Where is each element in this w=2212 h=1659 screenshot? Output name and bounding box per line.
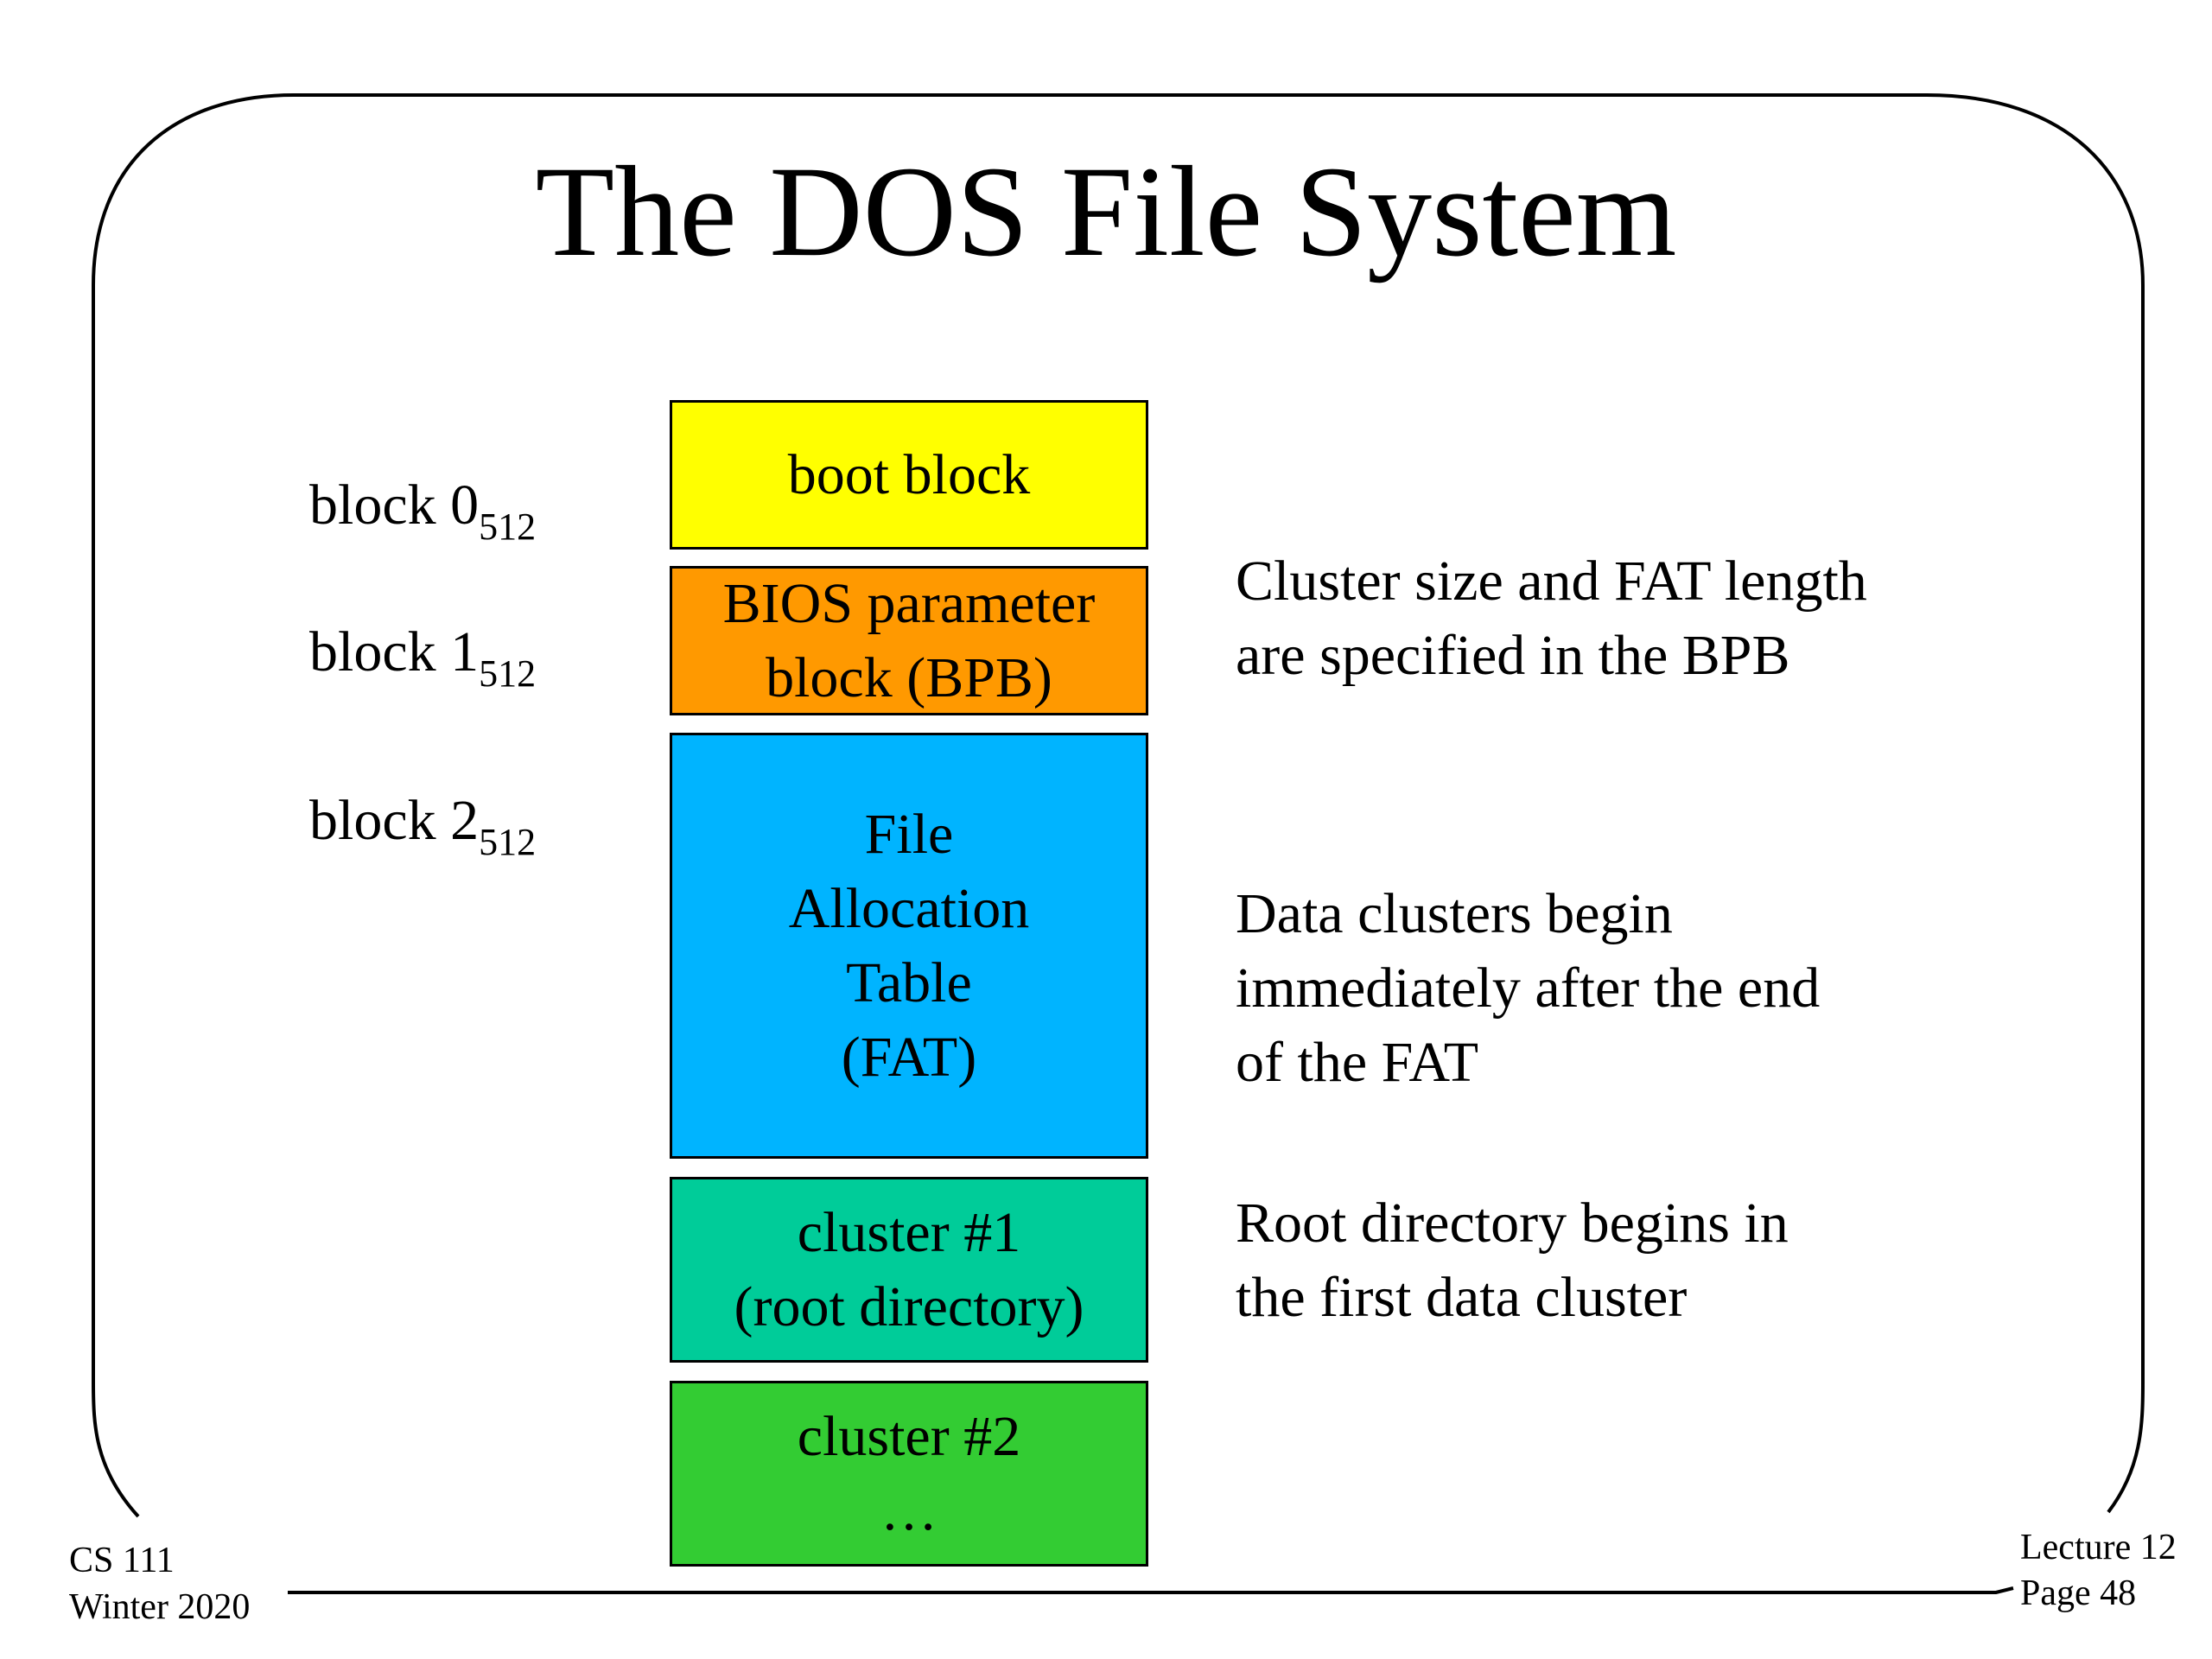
note-data-clusters: Data clusters begin immediately after th… <box>1236 882 1821 1094</box>
note-root-directory: Root directory begins in the first data … <box>1236 1192 1789 1329</box>
fat-box: File Allocation Table (FAT) <box>670 733 1148 1159</box>
block-label-0: block 0512 <box>309 474 537 548</box>
footer-course: CS 111 <box>69 1541 175 1580</box>
footer-rule <box>288 1586 2014 1594</box>
footer-lecture: Lecture 12 <box>2020 1528 2177 1567</box>
cluster-1-box: cluster #1 (root directory) <box>670 1177 1148 1363</box>
frame-border <box>92 93 2145 1518</box>
bpb-box: BIOS parameter block (BPB) <box>670 566 1148 715</box>
cluster-2-box: cluster #2 … <box>670 1381 1148 1567</box>
footer-term: Winter 2020 <box>69 1587 251 1627</box>
boot-block-box: boot block <box>670 400 1148 550</box>
footer-page: Page 48 <box>2020 1573 2137 1613</box>
block-label-2: block 2512 <box>309 789 537 863</box>
slide-title: The DOS File System <box>535 140 1677 283</box>
note-bpb: Cluster size and FAT length are specifie… <box>1236 550 1867 687</box>
block-label-1: block 1512 <box>309 620 537 695</box>
